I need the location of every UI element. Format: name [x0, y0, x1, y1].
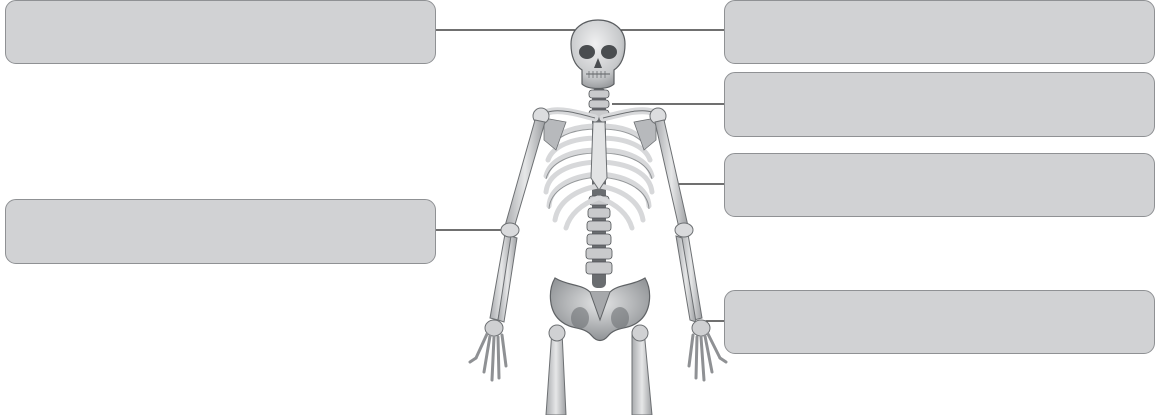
label-box-left-middle[interactable]	[5, 199, 436, 264]
label-box-left-top[interactable]	[5, 0, 436, 64]
left-hand	[470, 320, 506, 380]
femur-bones	[546, 330, 652, 415]
label-box-right-2[interactable]	[724, 72, 1155, 137]
right-hand	[689, 320, 726, 380]
label-box-right-3[interactable]	[724, 153, 1155, 217]
label-box-right-4[interactable]	[724, 290, 1155, 354]
skull	[571, 20, 625, 89]
sternum	[591, 122, 607, 190]
label-box-right-1[interactable]	[724, 0, 1155, 64]
